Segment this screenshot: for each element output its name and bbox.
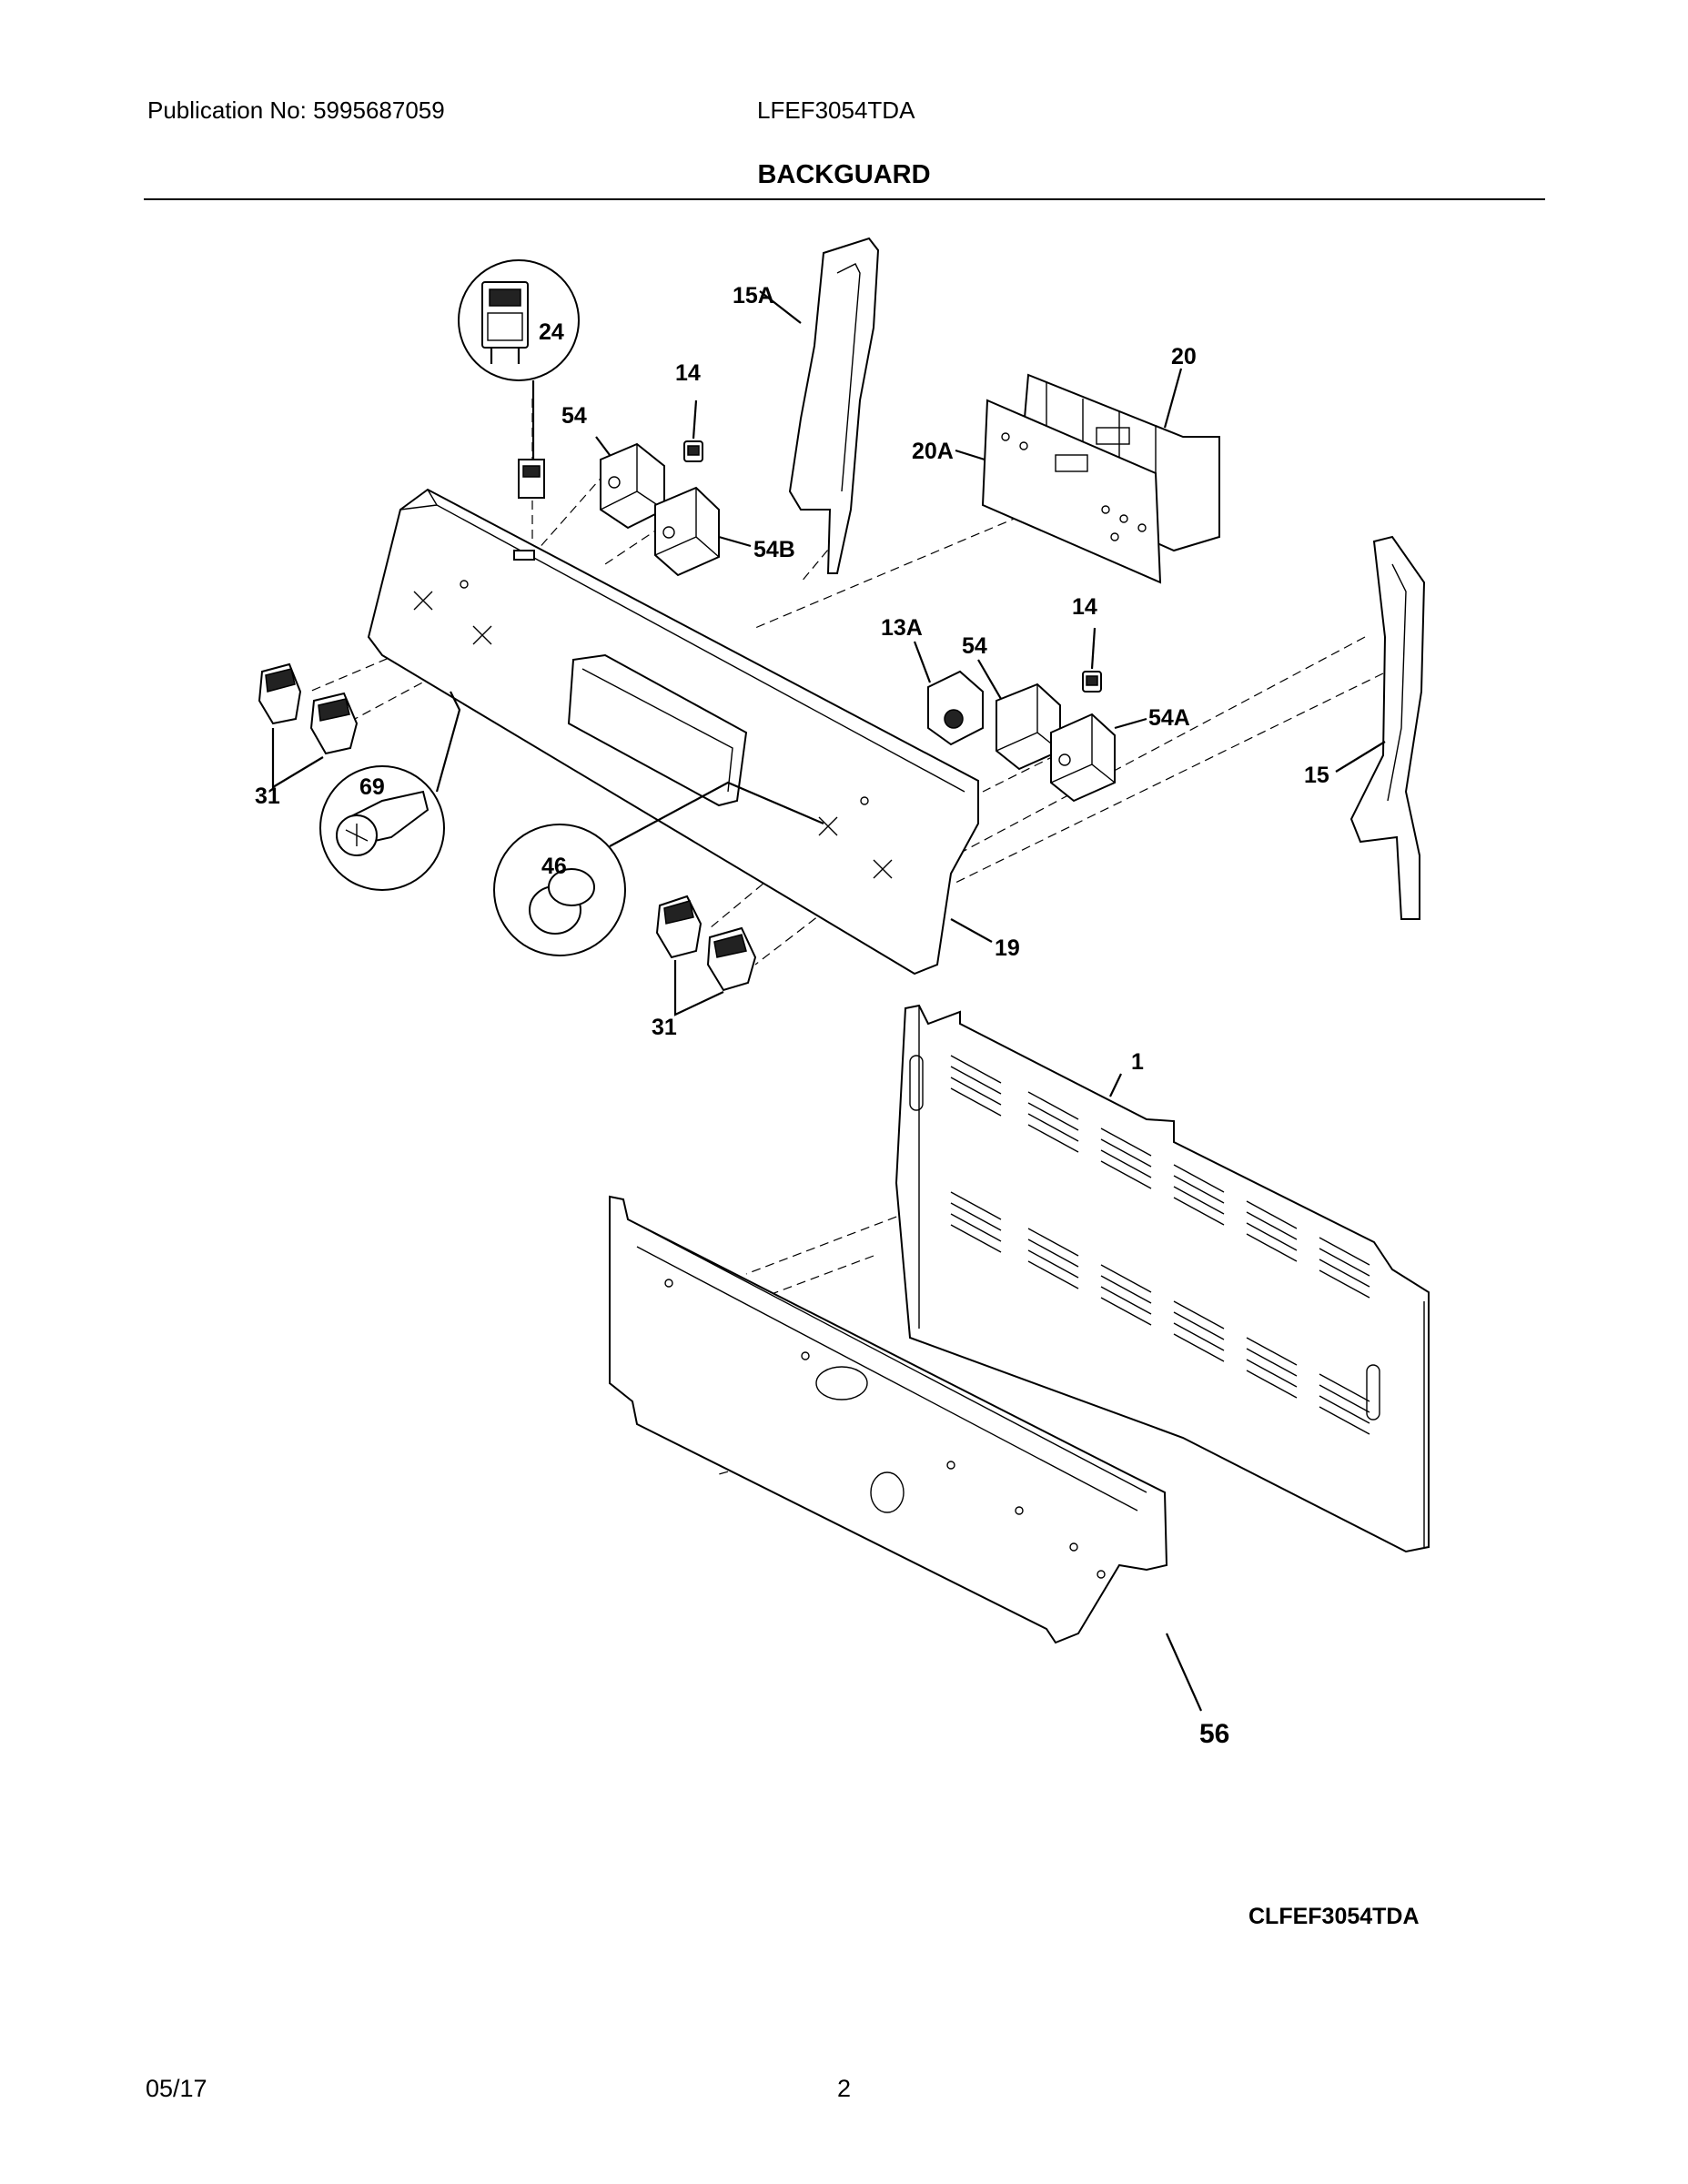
callout-31-bottom: 31 xyxy=(652,1015,677,1040)
publication-date: 05/17 xyxy=(146,2075,207,2102)
part-15a-left-end-cap xyxy=(759,237,880,574)
callout-46: 46 xyxy=(541,854,567,879)
page-title: BACKGUARD xyxy=(757,160,931,189)
callout-15: 15 xyxy=(1304,763,1329,788)
part-31-knobs-left xyxy=(258,662,359,789)
part-56-mounting-bracket xyxy=(609,1195,1203,1712)
part-31-knobs-bottom xyxy=(655,895,757,1016)
part-46-push-button xyxy=(493,781,824,956)
part-14-indicator-light-bottom xyxy=(1082,627,1102,693)
callout-54b: 54B xyxy=(753,537,795,562)
callout-labels: 24 15A 14 54 20 20A 54B 13A 14 54 54A 15… xyxy=(255,283,1329,1749)
part-54-infinite-switch-middle xyxy=(977,659,1061,771)
header-divider xyxy=(144,198,1545,200)
callout-31-left: 31 xyxy=(255,784,280,809)
callout-54-top: 54 xyxy=(561,403,587,429)
callout-24: 24 xyxy=(539,319,564,345)
part-69-screw xyxy=(319,691,461,891)
callout-15a: 15A xyxy=(733,283,774,308)
part-15-right-end-cap xyxy=(1335,535,1426,920)
model-number: LFEF3054TDA xyxy=(757,96,915,124)
callout-1: 1 xyxy=(1131,1049,1144,1075)
part-54b-infinite-switch xyxy=(654,486,752,577)
part-14-indicator-light-top xyxy=(683,399,703,462)
part-54a-infinite-switch xyxy=(1050,713,1147,803)
callout-13a: 13A xyxy=(881,615,923,641)
page-number: 2 xyxy=(837,2075,852,2102)
part-20a-control-overlay xyxy=(955,399,1162,584)
callout-54-middle: 54 xyxy=(962,633,987,659)
callout-14-top: 14 xyxy=(675,360,701,386)
callout-20: 20 xyxy=(1171,344,1197,369)
callout-20a: 20A xyxy=(912,439,954,464)
callout-14-bottom: 14 xyxy=(1072,594,1097,620)
part-1-rear-panel xyxy=(895,1004,1430,1553)
callout-69: 69 xyxy=(359,774,385,800)
part-13a-switch xyxy=(913,641,984,746)
callout-54a: 54A xyxy=(1148,705,1190,731)
part-54-infinite-switch-top xyxy=(595,436,665,530)
callout-19: 19 xyxy=(995,935,1020,961)
callout-56: 56 xyxy=(1199,1719,1229,1749)
publication-number: Publication No: 5995687059 xyxy=(147,96,445,124)
part-19-backguard-panel xyxy=(367,488,993,976)
part-24-rocker-switch xyxy=(458,259,580,499)
diagram-code: CLFEF3054TDA xyxy=(1248,1904,1420,1929)
